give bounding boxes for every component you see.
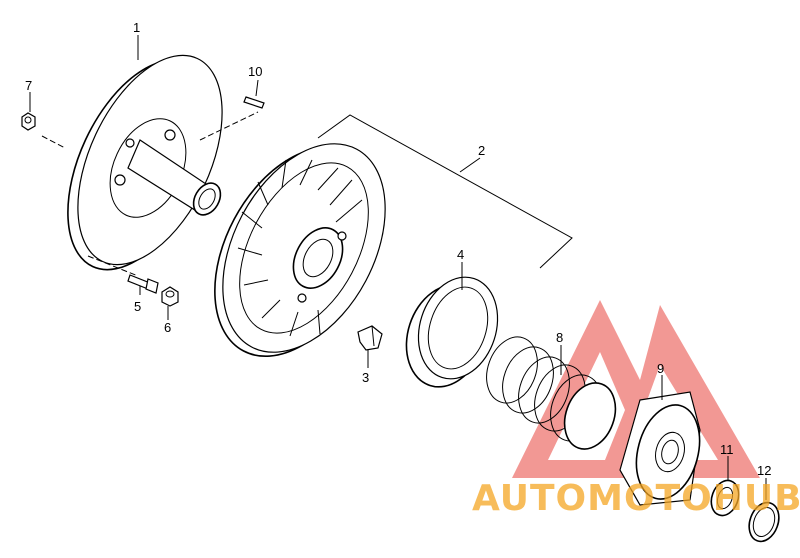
part-1-fixed-sheave	[67, 54, 223, 271]
part-2-movable-sheave	[214, 143, 386, 358]
watermark-logo	[512, 300, 760, 478]
part-5-bolt	[127, 274, 159, 294]
callout-6: 6	[164, 320, 171, 335]
part-7-nut	[21, 112, 36, 131]
part-12-circlip	[748, 501, 780, 543]
callout-3: 3	[362, 370, 369, 385]
callout-5: 5	[134, 299, 141, 314]
callout-7: 7	[25, 78, 32, 93]
callout-11: 11	[720, 442, 734, 457]
part-10-dowel-pin	[243, 96, 265, 109]
part-8-spring	[486, 336, 617, 450]
callout-1: 1	[133, 20, 140, 35]
callout-8: 8	[556, 330, 563, 345]
part-4-bearing-ring	[405, 276, 499, 388]
callout-2: 2	[478, 143, 485, 158]
callout-4: 4	[457, 247, 464, 262]
part-3-guide-pin	[357, 325, 383, 351]
callouts: 1 2 3 4 5 6 7 8 9 10 11 12	[25, 20, 771, 478]
leader-lines	[29, 35, 767, 500]
part-9-spring-seat	[619, 391, 701, 506]
callout-12: 12	[757, 463, 771, 478]
callout-9: 9	[657, 361, 664, 376]
part-11-washer	[710, 479, 740, 517]
part-6-nut	[161, 286, 179, 307]
callout-10: 10	[248, 64, 262, 79]
watermark-text: AUTOMOTOHUB	[472, 478, 800, 519]
